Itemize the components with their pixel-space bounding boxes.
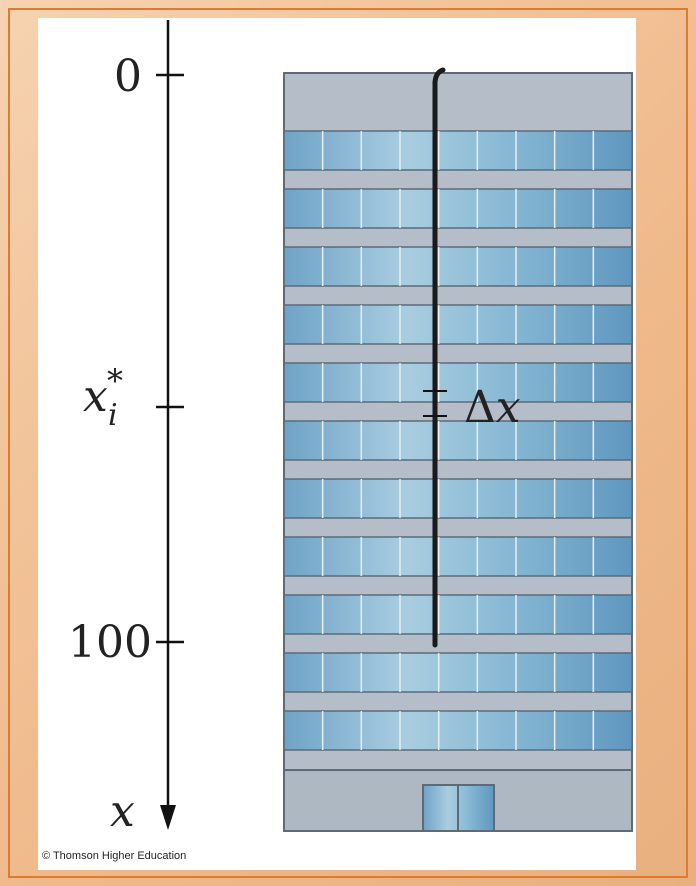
delta-x-label: Δx	[464, 386, 521, 430]
copyright-notice: © Thomson Higher Education	[42, 850, 187, 862]
window-band	[283, 362, 633, 403]
delta-symbol: Δ	[464, 382, 496, 433]
window-band	[283, 536, 633, 577]
tick-label-xi: x*i	[83, 365, 123, 431]
window-band	[283, 420, 633, 461]
axis-arrowhead	[160, 805, 176, 830]
outer-frame	[8, 8, 688, 878]
window-band	[283, 594, 633, 635]
vertical-axis	[156, 20, 184, 830]
building	[283, 72, 633, 832]
window-band	[283, 130, 633, 171]
window-band	[283, 304, 633, 345]
cable	[423, 67, 447, 648]
axis-name-label: x	[110, 786, 135, 837]
window-band	[283, 246, 633, 287]
tick-label-0: 0	[114, 51, 142, 102]
xi-base: x	[83, 371, 108, 422]
delta-var: x	[495, 382, 521, 433]
window-band	[283, 478, 633, 519]
window-band	[283, 652, 633, 693]
cable-line	[432, 67, 446, 648]
tick-label-100: 100	[68, 617, 152, 668]
building-windows	[283, 130, 633, 751]
xi-subscript: i	[108, 398, 118, 433]
window-band	[283, 188, 633, 229]
window-band	[283, 710, 633, 751]
xi-superscript: *	[107, 362, 123, 400]
